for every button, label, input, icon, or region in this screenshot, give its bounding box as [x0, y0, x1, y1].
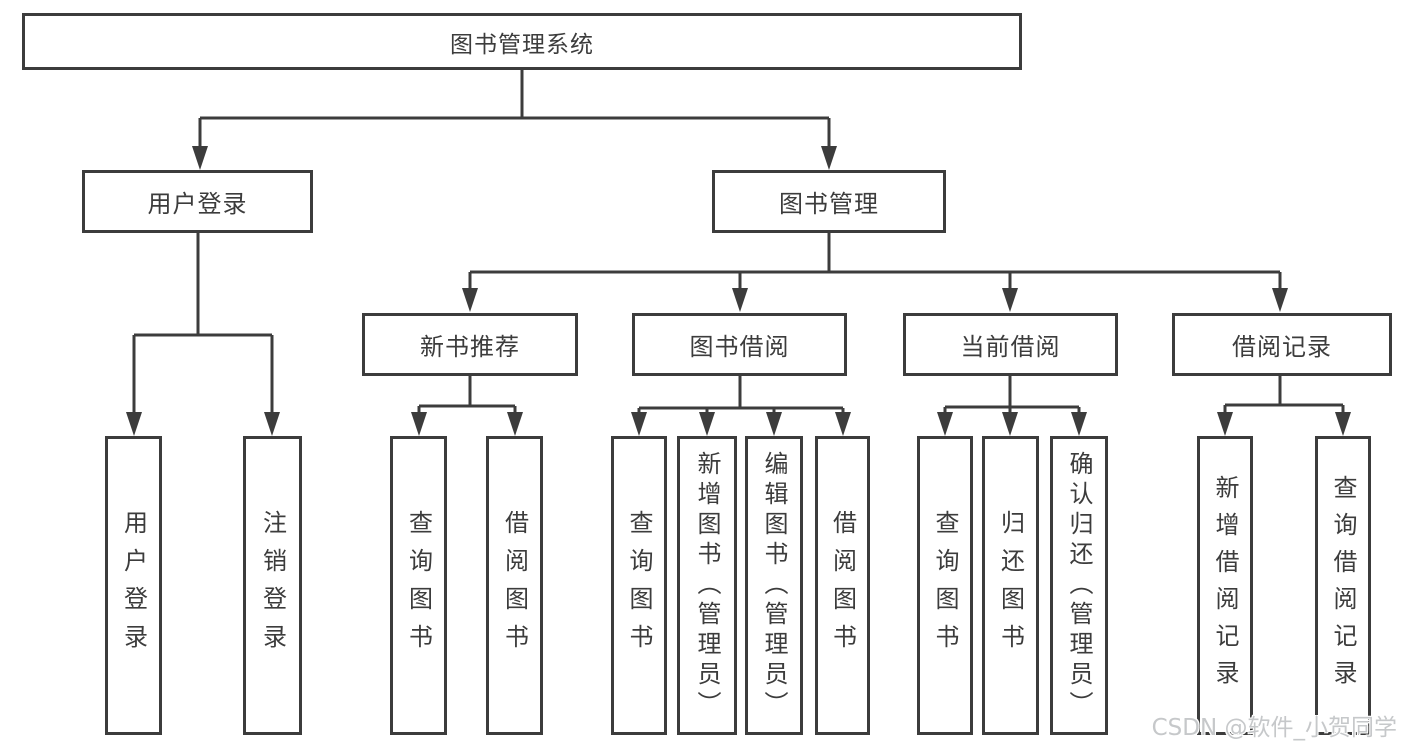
- leaf-add-book-admin: 新增图书（管理员）: [677, 436, 737, 735]
- node-label: 图书管理: [779, 190, 879, 218]
- node-label: 用户登录: [119, 509, 148, 662]
- connector-borrow-record-children: [1217, 376, 1351, 436]
- leaf-query-borrow-record: 查询借阅记录: [1315, 436, 1371, 735]
- connector-book-borrow-children: [631, 376, 851, 436]
- node-label: 新增借阅记录: [1211, 474, 1239, 697]
- leaf-user-login: 用户登录: [105, 436, 162, 735]
- connector-book-mgmt-to-level3: [462, 233, 1288, 312]
- connector-root-to-level2: [192, 70, 837, 170]
- connector-new-book-children: [411, 376, 523, 436]
- leaf-query-book-3: 查询图书: [917, 436, 973, 735]
- node-current-borrow: 当前借阅: [903, 313, 1118, 376]
- node-book-mgmt: 图书管理: [712, 170, 946, 233]
- node-label: 注销登录: [258, 509, 287, 662]
- leaf-logout: 注销登录: [243, 436, 302, 735]
- node-label: 当前借阅: [960, 333, 1061, 361]
- leaf-add-borrow-record: 新增借阅记录: [1197, 436, 1253, 735]
- leaf-return-book: 归还图书: [982, 436, 1039, 735]
- leaf-borrow-book-1: 借阅图书: [486, 436, 543, 735]
- node-user-login: 用户登录: [82, 170, 313, 233]
- node-label: 查询图书: [625, 509, 653, 662]
- node-label: 图书借阅: [689, 333, 790, 361]
- node-borrow-record: 借阅记录: [1172, 313, 1392, 376]
- node-label: 新增图书（管理员）: [693, 450, 721, 721]
- leaf-query-book-1: 查询图书: [390, 436, 447, 735]
- node-label: 编辑图书（管理员）: [760, 450, 788, 721]
- node-root-system: 图书管理系统: [22, 13, 1022, 70]
- node-label: 查询图书: [931, 509, 959, 662]
- leaf-query-book-2: 查询图书: [611, 436, 667, 735]
- node-label: 查询借阅记录: [1329, 474, 1357, 697]
- node-label: 新书推荐: [420, 333, 520, 361]
- leaf-edit-book-admin: 编辑图书（管理员）: [745, 436, 803, 735]
- node-label: 借阅记录: [1232, 333, 1332, 361]
- node-label: 确认归还（管理员）: [1065, 450, 1093, 721]
- connector-current-borrow-children: [937, 376, 1087, 436]
- node-book-borrow: 图书借阅: [632, 313, 847, 376]
- node-label: 借阅图书: [500, 509, 529, 662]
- node-label: 用户登录: [147, 190, 248, 218]
- leaf-confirm-return-admin: 确认归还（管理员）: [1050, 436, 1108, 735]
- watermark: CSDN @软件_小贺同学: [1151, 715, 1397, 741]
- node-new-book: 新书推荐: [362, 313, 578, 376]
- connector-user-login-children: [126, 233, 280, 436]
- node-label: 借阅图书: [828, 509, 857, 662]
- node-label: 图书管理系统: [450, 31, 594, 58]
- node-label: 归还图书: [996, 509, 1025, 662]
- leaf-borrow-book-2: 借阅图书: [815, 436, 870, 735]
- node-label: 查询图书: [404, 509, 433, 662]
